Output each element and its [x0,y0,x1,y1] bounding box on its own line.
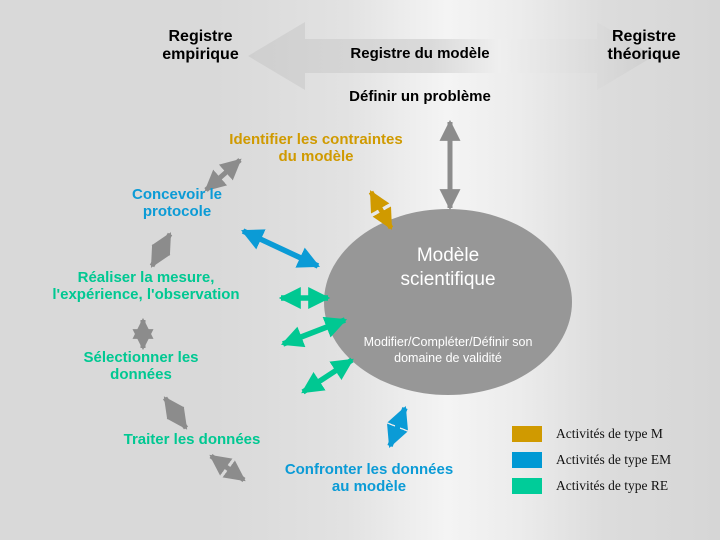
arrow-confronter-to-model [387,405,408,449]
legend-item-m: Activités de type M [512,421,671,447]
banner-right-line1: Registre [611,28,677,45]
legend-swatch-em-icon [512,452,542,468]
banner-left-label: Registre empirique [118,28,283,65]
definir-probleme-label: Définir un problème [349,88,491,105]
ellipse-title: Modèle scientifique [348,244,548,292]
banner-right-line2: théorique [607,46,681,64]
legend-item-em: Activités de type EM [512,447,671,473]
legend-swatch-re-icon [512,478,542,494]
arrow-traiter-to-confronter [209,453,246,483]
node-realiser-line2: l'expérience, l'observation [52,286,240,304]
node-confronter-donnees: Confronter les données au modèle [242,461,496,496]
arrow-protocole-to-realiser [149,232,173,268]
node-identifier-line2: du modèle [278,148,354,166]
model-ellipse [324,209,572,395]
banner-center-label: Registre du modèle [350,45,490,62]
legend-label-re: Activités de type RE [556,478,669,493]
node-concevoir-line1: Concevoir le [131,186,223,203]
node-concevoir-protocole: Concevoir le protocole [99,186,255,221]
node-confronter-line2: au modèle [331,478,407,496]
legend-item-re: Activités de type RE [512,473,671,499]
arrow-concevoir-to-identifier [204,158,242,192]
node-identifier-line1: Identifier les contraintes [229,131,403,148]
ellipse-title-line2: scientifique [400,268,496,290]
arrow-selectionner-to-traiter [162,396,189,430]
node-selectionner-line1: Sélectionner les [83,349,199,366]
banner-arrow-icon [248,22,654,90]
arrow-identifier-to-model [368,190,394,230]
node-selectionner-line2: données [110,366,172,384]
node-confronter-line1: Confronter les données [284,461,454,478]
arrow-selectionner-to-model [280,316,348,348]
node-identifier-contraintes: Identifier les contraintes du modèle [186,131,446,166]
ellipse-subtitle-line1: Modifier/Compléter/Définir son [363,335,533,349]
legend-swatch-m-icon [512,426,542,442]
ellipse-subtitle-line2: domaine de validité [394,351,502,366]
ellipse-subtitle: Modifier/Compléter/Définir son domaine d… [326,334,570,367]
arrow-concevoir-to-model [241,228,320,269]
banner-left-line1: Registre [168,28,233,45]
node-selectionner-donnees: Sélectionner les données [52,349,230,384]
legend-label-em: Activités de type EM [556,452,672,467]
banner-left-line2: empirique [162,46,239,64]
node-concevoir-line2: protocole [142,203,212,221]
banner-right-label: Registre théorique [570,28,718,65]
legend-label-m: Activités de type M [556,426,663,441]
node-traiter-donnees: Traiter les données [123,431,261,448]
ellipse-title-line1: Modèle [416,245,480,266]
arrow-traiter-to-model [301,357,354,395]
legend: Activités de type M Activités de type EM… [512,421,671,499]
node-realiser-mesure: Réaliser la mesure, l'expérience, l'obse… [13,269,279,304]
node-realiser-line1: Réaliser la mesure, [77,269,215,286]
